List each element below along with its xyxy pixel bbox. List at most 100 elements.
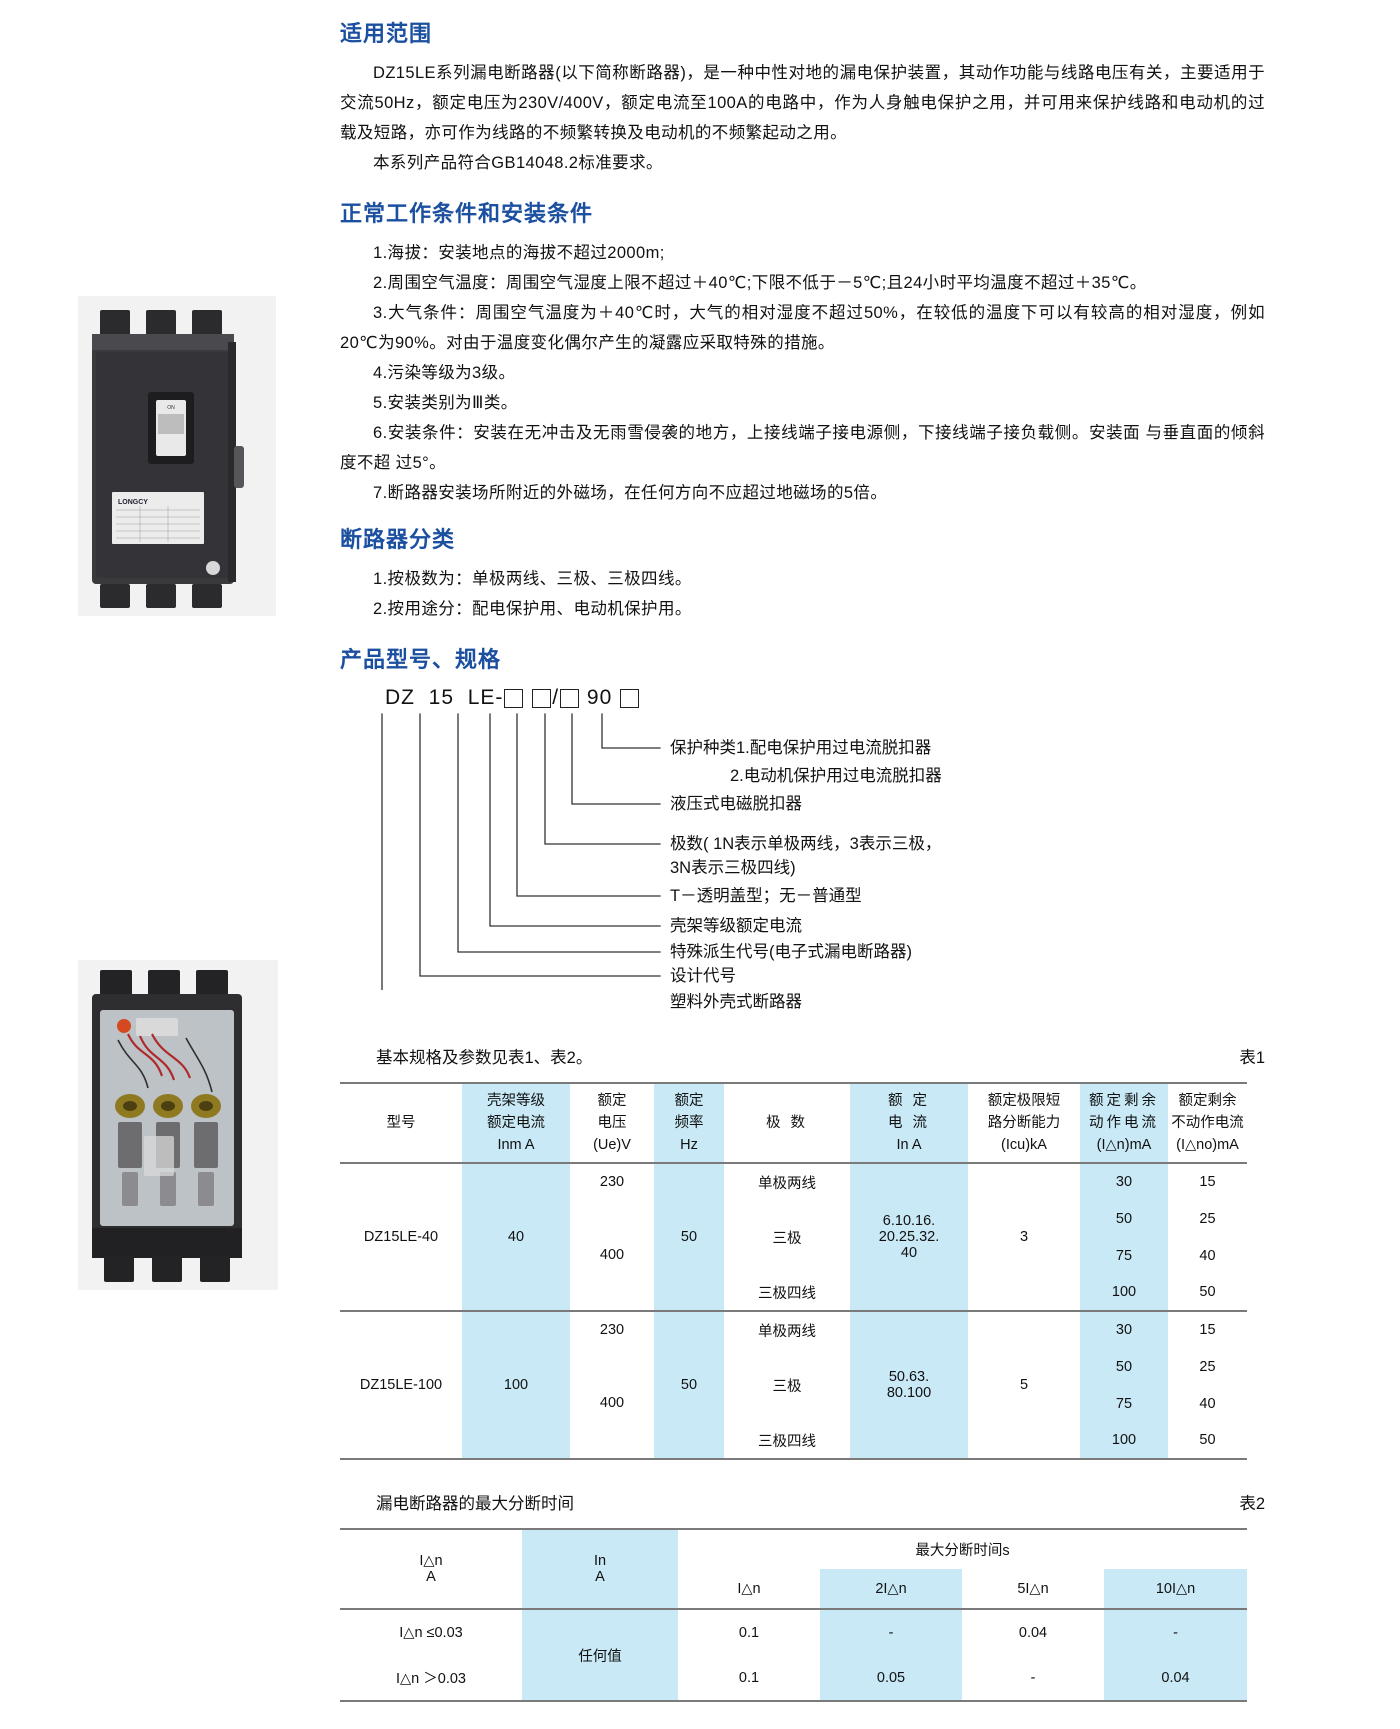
model-label-derivative-code: 特殊派生代号(电子式漏电断路器) (670, 943, 912, 961)
table2-cell-r1-c2: - (820, 1609, 962, 1655)
section-title-conditions: 正常工作条件和安装条件 (340, 201, 594, 226)
table-row: I△n ＞0.03 0.1 0.05 - 0.04 (340, 1655, 1247, 1701)
table1-head-idn-l1: 额定剩余 (1089, 1093, 1159, 1109)
table2-sub-5idn: 5I△n (1017, 1580, 1049, 1597)
table1-head-volt-l1: 额定 (597, 1093, 627, 1109)
model-code-dz: DZ (385, 686, 415, 709)
table1-head-idn-l2: 动作电流 (1089, 1115, 1159, 1131)
svg-text:LONGCY: LONGCY (118, 499, 148, 506)
table-row: DZ15LE-100 100 230 50 单极两线 50.63. 80.100… (340, 1311, 1247, 1459)
table2-cell-r2-c1: 0.1 (738, 1669, 760, 1686)
table1-cell-icu-40: 3 (1019, 1229, 1029, 1245)
model-label-poles-line2: 3N表示三极四线) (670, 859, 796, 877)
table1-cell-idn-100-1: 30 (1080, 1311, 1168, 1348)
table1-head-poles-l1: 极 数 (765, 1115, 809, 1131)
table2-cell-in-any: 任何值 (522, 1609, 678, 1701)
table1-col-frequency: 额定 频率 Hz (654, 1083, 724, 1163)
table1-cell-idno-40-2: 25 (1199, 1210, 1216, 1227)
table1-cell-idno-40-3: 40 (1199, 1247, 1216, 1264)
condition-item-4: 4.污染等级为3级。 (373, 364, 516, 382)
table2-sub-idn: I△n (737, 1580, 761, 1597)
product-photo-standard: ON LONGCY (78, 296, 276, 616)
table1-col-rated-current: 额 定 电 流 In A (850, 1083, 968, 1163)
table1-caption: 基本规格及参数见表1、表2。 (376, 1049, 593, 1067)
scope-paragraph-2: 本系列产品符合GB14048.2标准要求。 (373, 154, 663, 172)
condition-item-2: 2.周围空气温度：周围空气湿度上限不超过＋40℃;下限不低于－5℃;且24小时平… (373, 274, 1147, 292)
table1-cell-idn-100-3: 75 (1080, 1385, 1168, 1422)
table2-sub-2idn: 2I△n (820, 1569, 962, 1609)
table1-head-idno-l1: 额定剩余 (1178, 1093, 1237, 1109)
table2-head-in-l1: In (593, 1553, 607, 1569)
table2-caption-row: 漏电断路器的最大分断时间 表2 (340, 1490, 1265, 1514)
table1-head-current-l3: In A (896, 1137, 922, 1153)
table1-head-current-l2: 电 流 (887, 1115, 931, 1131)
table2-group-header: 最大分断时间s (915, 1543, 1010, 1559)
table1-col-residual-non-operating: 额定剩余 不动作电流 (I△no)mA (1168, 1083, 1247, 1163)
condition-item-1: 1.海拔：安装地点的海拔不超过2000m; (373, 244, 665, 262)
table2-header-row-2: I△n 2I△n 5I△n 10I△n (340, 1569, 1247, 1609)
datasheet-content: 适用范围 DZ15LE系列漏电断路器(以下简称断路器)，是一种中性对地的漏电保护… (340, 0, 1265, 1702)
table1-col-frame-current: 壳架等级 额定电流 Inm A (462, 1083, 570, 1163)
table1-cell-idno-100-2: 25 (1199, 1358, 1216, 1375)
table1-head-frame-l2: 额定电流 (487, 1115, 545, 1131)
table2-cell-r2-c2: 0.05 (820, 1655, 962, 1701)
table1-cell-idno-40-4: 50 (1199, 1284, 1216, 1300)
table1-cell-idn-40-4: 100 (1080, 1274, 1168, 1311)
table1-number: 表1 (1239, 1049, 1265, 1067)
model-label-protection-type-1: 保护种类1.配电保护用过电流脱扣器 (670, 739, 932, 757)
table2-cell-idn-row2: I△n ＞0.03 (396, 1671, 466, 1687)
table1-head-icu-l1: 额定极限短 (987, 1093, 1061, 1109)
table1-cell-voltage-400-100: 400 (599, 1395, 625, 1411)
table2-cell-r1-c3: 0.04 (1018, 1624, 1048, 1641)
table2-cell-r1-c1: 0.1 (738, 1624, 760, 1641)
table1-col-model: 型号 (340, 1083, 462, 1163)
model-label-hydraulic-release: 液压式电磁脱扣器 (670, 795, 802, 813)
model-leader-lines (381, 713, 661, 990)
model-label-frame-current: 壳架等级额定电流 (670, 917, 802, 935)
table1-current-40-l2: 20.25.32. (878, 1229, 940, 1245)
section-classification: 断路器分类 1.按极数为：单极两线、三极、三极四线。 2.按用途分：配电保护用、… (340, 522, 1265, 624)
table1-head-model-l1: 型号 (386, 1115, 416, 1131)
table2-sub-10idn: 10I△n (1104, 1569, 1247, 1609)
table1-cell-current-100: 50.63. 80.100 (850, 1311, 968, 1459)
table2-header-row-1: I△n A In A 最大分断时间s (340, 1529, 1247, 1609)
table-row: 400 三极 50 25 (340, 1200, 1247, 1263)
scope-paragraph-1: DZ15LE系列漏电断路器(以下简称断路器)，是一种中性对地的漏电保护装置，其动… (340, 64, 1265, 142)
model-label-cover-type: T－透明盖型；无－普通型 (670, 887, 862, 905)
table2-head-idn-l2: A (426, 1569, 436, 1585)
model-code-90: 90 (586, 686, 613, 709)
table1-head-icu-l3: (Icu)kA (1001, 1137, 1047, 1153)
model-label-mccb: 塑料外壳式断路器 (670, 993, 802, 1011)
table1-cell-poles-1p2w-40: 单极两线 (758, 1175, 816, 1192)
table1-head-current-l1: 额 定 (887, 1093, 931, 1109)
table1-head-idno-l3: (I△no)mA (1176, 1137, 1239, 1153)
table1-cell-voltage-230-100: 230 (599, 1322, 625, 1338)
condition-item-6: 6.安装条件：安装在无冲击及无雨雪侵袭的地方，上接线端子接电源侧，下接线端子接负… (340, 424, 1265, 472)
section-title-scope: 适用范围 (340, 21, 433, 46)
table2-cell-r1-c4: - (1104, 1609, 1247, 1655)
table-row: 三极四线 100 50 (340, 1422, 1247, 1459)
product-photo-transparent (78, 960, 278, 1290)
table1-cell-current-40: 6.10.16. 20.25.32. 40 (850, 1163, 968, 1311)
table1-cell-idno-100-3: 40 (1199, 1395, 1216, 1412)
table-row: 400 三极 50 25 (340, 1348, 1247, 1411)
table1-head-frame-l1: 壳架等级 (487, 1093, 545, 1109)
model-label-poles-line1: 极数( 1N表示单极两线，3表示三极， (670, 835, 942, 853)
table-row: DZ15LE-40 40 230 50 单极两线 6.10.16. 20.25.… (340, 1163, 1247, 1311)
section-title-model: 产品型号、规格 (340, 647, 502, 672)
table1-head-volt-l2: 电压 (597, 1115, 627, 1131)
svg-text:ON: ON (167, 405, 175, 411)
table1-cell-idno-40-1: 15 (1199, 1174, 1216, 1190)
table1-current-40-l3: 40 (900, 1245, 918, 1261)
table-row: 三极四线 100 50 (340, 1274, 1247, 1311)
table1-cell-poles-3p-40: 三极 (772, 1230, 802, 1247)
table1-cell-poles-1p2w-100: 单极两线 (758, 1323, 816, 1340)
table-row: 75 40 (340, 1385, 1247, 1422)
table1-current-100-l1: 50.63. (888, 1369, 930, 1385)
table2-cell-idn-row1: I△n ≤0.03 (399, 1624, 463, 1641)
table1-cell-model-40: DZ15LE-40 (363, 1229, 439, 1245)
section-scope: 适用范围 DZ15LE系列漏电断路器(以下简称断路器)，是一种中性对地的漏电保护… (340, 0, 1265, 178)
table1-current-100-l2: 80.100 (886, 1385, 932, 1401)
table1-cell-idno-100-4: 50 (1199, 1432, 1216, 1448)
table1-cell-voltage-230-40: 230 (599, 1174, 625, 1190)
